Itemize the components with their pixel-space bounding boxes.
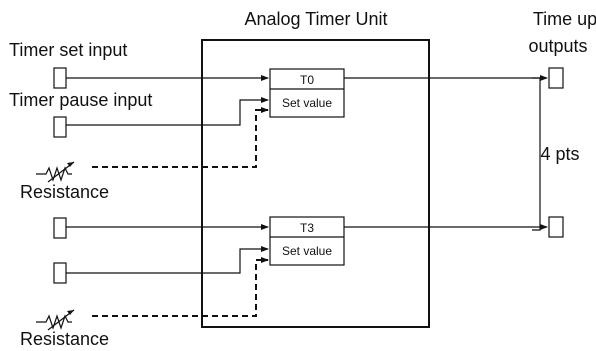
timer-set-input-label: Timer set input: [9, 40, 127, 60]
timer-block: [269, 68, 345, 118]
output-terminal: [548, 67, 564, 89]
resistance-wire: [92, 107, 269, 168]
timer-name: T3: [300, 221, 314, 235]
outputs-bracket: [532, 77, 541, 231]
output-terminal: [548, 216, 564, 238]
resistance-wire: [92, 257, 269, 317]
set-value-label: Set value: [282, 96, 332, 110]
resistance-label: Resistance: [20, 182, 109, 202]
set-input-terminal: [53, 217, 67, 239]
set-input-terminal: [53, 67, 67, 89]
outputs-title-line2: outputs: [528, 36, 587, 56]
analog-timer-unit-box: [201, 39, 430, 328]
variable-resistor-symbol: [36, 309, 75, 331]
timer-group-t0: Resistance T0 Set value: [20, 67, 564, 202]
timer-block: [269, 216, 345, 266]
variable-resistor-symbol: [36, 161, 75, 183]
pause-input-wire: [66, 246, 269, 274]
resistance-label: Resistance: [20, 329, 109, 349]
pause-input-terminal: [53, 116, 67, 138]
output-count-label: 4 pts: [540, 144, 579, 164]
set-value-label: Set value: [282, 244, 332, 258]
timer-pause-input-label: Timer pause input: [9, 90, 152, 110]
pause-input-wire: [66, 97, 269, 126]
timer-group-t3: Resistance T3 Set value: [20, 216, 564, 349]
timer-name: T0: [300, 73, 314, 87]
unit-title: Analog Timer Unit: [244, 9, 387, 29]
outputs-title-line1: Time up: [533, 9, 596, 29]
pause-input-terminal: [53, 262, 67, 284]
